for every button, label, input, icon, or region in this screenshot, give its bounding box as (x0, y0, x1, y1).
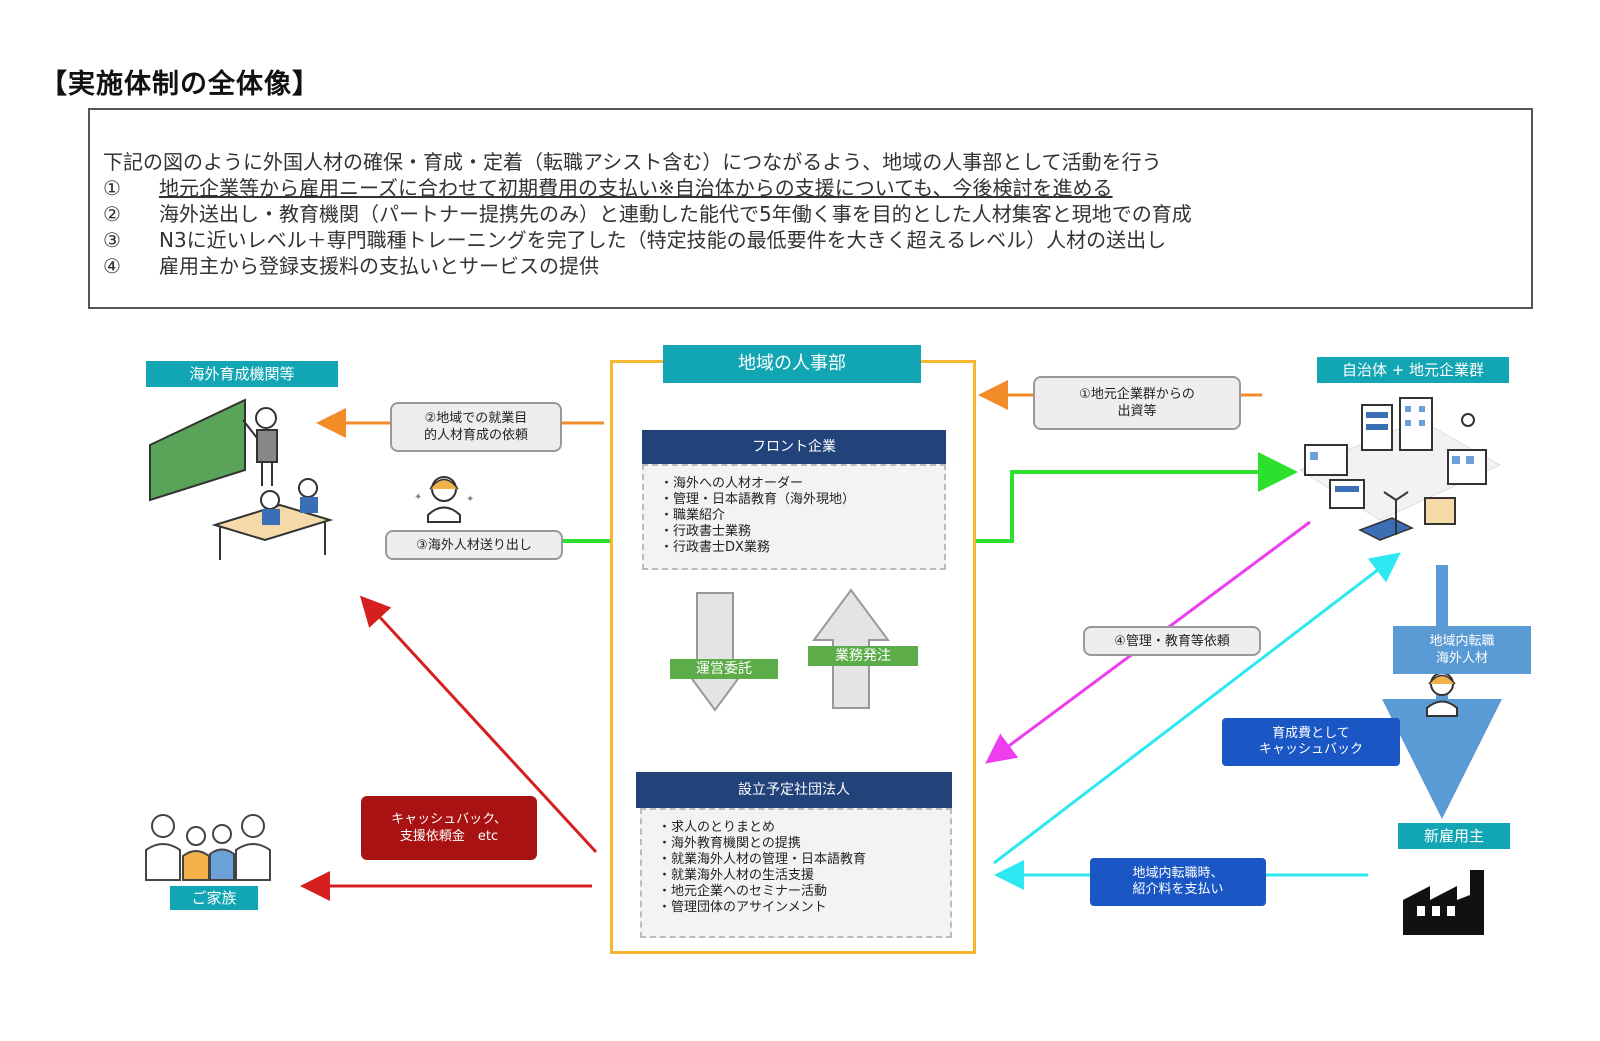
operation-commission-label: 運営委託 (670, 659, 778, 679)
hr-department-title: 地域の人事部 (663, 345, 921, 383)
city-icon (1298, 397, 1502, 541)
front-company-heading: フロント企業 (642, 430, 946, 464)
intro-item-num: ① (103, 176, 121, 200)
woman-icon: ✦ ✦ (414, 476, 474, 523)
task-item: ・就業海外人材の生活支援 (658, 868, 815, 883)
task-item: ・地元企業へのセミナー活動 (658, 884, 828, 899)
intro-item-text: N3に近いレベル＋専門職種トレーニングを完了した（特定技能の最低要件を大きく超え… (159, 228, 1167, 252)
intro-lead: 下記の図のように外国人材の確保・育成・定着（転職アシスト含む）につながるよう、地… (103, 150, 1162, 174)
training-cost-cashback: 育成費として キャッシュバック (1222, 718, 1400, 766)
factory-icon (1403, 870, 1484, 935)
svg-text:✦: ✦ (466, 494, 474, 505)
invest-pill: ①地元企業群からの 出資等 (1033, 376, 1241, 430)
arrow-to-companies (976, 452, 1298, 543)
intro-item-text: 雇用主から登録支援料の支払いとサービスの提供 (159, 254, 599, 278)
training-request-pill: ②地域での就業目 的人材育成の依頼 (390, 402, 562, 452)
task-item: ・求人のとりまとめ (658, 820, 776, 835)
association-tasks: ・求人のとりまとめ ・海外教育機関との提携 ・就業海外人材の管理・日本語教育 ・… (640, 808, 952, 938)
front-company-tasks: ・海外への人材オーダー ・管理・日本語教育（海外現地） ・職業紹介 ・行政書士業… (642, 464, 946, 570)
association-heading: 設立予定社団法人 (636, 772, 952, 808)
intro-item-num: ③ (103, 228, 121, 252)
task-item: ・海外への人材オーダー (660, 476, 804, 491)
referral-fee-box: 地域内転職時、 紹介料を支払い (1090, 858, 1266, 906)
intro-item-text: 海外送出し・教育機関（パートナー提携先のみ）と連動した能代で5年働く事を目的とし… (159, 202, 1192, 226)
intro-item-1: ① 地元企業等から雇用ニーズに合わせて初期費用の支払い※自治体からの支援についても… (103, 172, 1113, 201)
transfer-woman-icon (1426, 672, 1458, 717)
manage-request-pill: ④管理・教育等依頼 (1083, 626, 1261, 656)
municipality-companies-label: 自治体 + 地元企業群 (1317, 357, 1509, 383)
family-icon (145, 814, 271, 881)
intro-item-text: 地元企業等から雇用ニーズに合わせて初期費用の支払い※自治体からの支援についても、… (159, 176, 1113, 200)
task-item: ・管理団体のアサインメント (658, 900, 827, 915)
new-employer-label: 新雇用主 (1398, 823, 1510, 849)
page-title: 【実施体制の全体像】 (40, 69, 320, 100)
intro-item-num: ④ (103, 254, 121, 278)
task-item: ・管理・日本語教育（海外現地） (660, 492, 856, 507)
task-item: ・職業紹介 (660, 508, 726, 523)
task-item: ・行政書士DX業務 (660, 540, 770, 555)
task-item: ・行政書士業務 (660, 524, 752, 539)
business-order-label: 業務発注 (808, 646, 918, 666)
task-item: ・海外教育機関との提携 (658, 836, 801, 851)
intro-item-4: ④ 雇用主から登録支援料の支払いとサービスの提供 (103, 250, 599, 279)
arrow-cyan-up (993, 552, 1401, 865)
intro-item-3: ③ N3に近いレベル＋専門職種トレーニングを完了した（特定技能の最低要件を大きく超… (103, 224, 1166, 253)
intro-item-2: ② 海外送出し・教育機関（パートナー提携先のみ）と連動した能代で5年働く事を目的と… (103, 198, 1192, 227)
arrow-red-up (359, 595, 598, 854)
family-label: ご家族 (170, 886, 258, 910)
send-talent-pill: ③海外人材送り出し (385, 530, 563, 560)
svg-text:✦: ✦ (414, 492, 422, 503)
cashback-box: キャッシュバック、 支援依頼金 etc (361, 796, 537, 860)
task-item: ・就業海外人材の管理・日本語教育 (658, 852, 867, 867)
intro-item-num: ② (103, 202, 121, 226)
overseas-institution-label: 海外育成機関等 (146, 361, 338, 387)
classroom-icon (149, 398, 334, 560)
intro-box (88, 108, 1533, 309)
transfer-talent-label: 地域内転職 海外人材 (1393, 626, 1531, 674)
